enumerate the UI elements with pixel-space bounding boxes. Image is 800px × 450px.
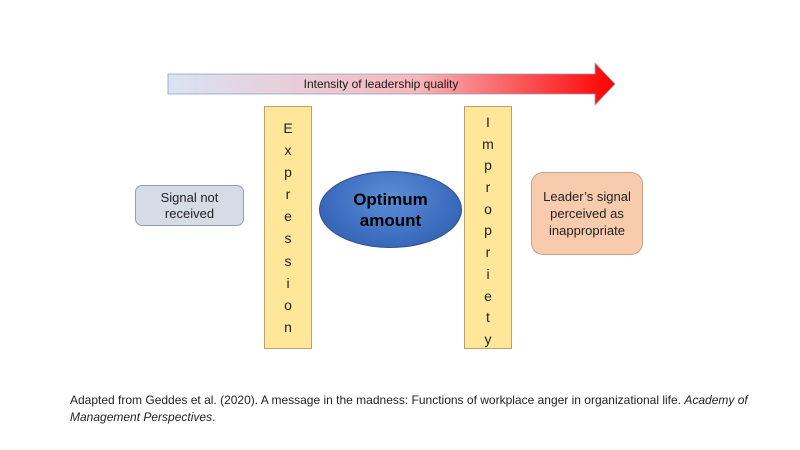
impropriety-letter: m	[482, 135, 494, 152]
impropriety-letter: t	[486, 309, 490, 326]
impropriety-letter: I	[486, 114, 490, 130]
optimum-line2: amount	[359, 210, 422, 230]
leader-signal-line3: inappropriate	[549, 223, 625, 238]
arrow-shape	[167, 62, 616, 106]
signal-not-received-line1: Signal not	[160, 189, 219, 205]
intensity-arrow	[167, 62, 616, 106]
citation-journal-part2: Management Perspectives	[70, 410, 213, 424]
expression-letter: p	[284, 164, 292, 181]
impropriety-letter: e	[484, 287, 492, 304]
citation: Adapted from Geddes et al. (2020). A mes…	[70, 392, 770, 426]
expression-bar: E x p r e s s i o n	[264, 106, 312, 349]
expression-letter: n	[284, 318, 292, 335]
expression-letter: x	[284, 142, 292, 159]
expression-letter: e	[284, 208, 292, 225]
impropriety-letter: p	[484, 157, 492, 174]
impropriety-bar: I m p r o p r i e t y	[464, 106, 512, 349]
arrow-label: Intensity of leadership quality	[303, 77, 459, 91]
optimum-amount-ellipse: Optimum amount	[319, 171, 462, 248]
expression-letter: r	[285, 186, 291, 203]
optimum-line1: Optimum	[353, 189, 428, 209]
impropriety-letter: r	[485, 244, 491, 261]
impropriety-letter: i	[486, 265, 490, 282]
expression-letter: E	[283, 120, 293, 137]
leader-signal-line2: perceived as	[550, 206, 624, 221]
citation-end: .	[212, 410, 216, 424]
impropriety-letter: p	[484, 222, 492, 239]
leader-signal-box: Leader’s signal perceived as inappropria…	[531, 172, 643, 255]
impropriety-letter: y	[484, 330, 492, 347]
signal-not-received-line2: received	[164, 205, 215, 221]
impropriety-letter: r	[485, 179, 491, 196]
expression-letter: s	[284, 230, 292, 247]
citation-journal-part1: Academy of	[684, 393, 748, 407]
expression-letter: o	[284, 296, 292, 313]
expression-letter: s	[284, 252, 292, 269]
signal-not-received-box: Signal not received	[135, 185, 244, 226]
expression-letter: i	[286, 274, 290, 291]
impropriety-letter: o	[484, 200, 492, 217]
leader-signal-line1: Leader’s signal	[543, 189, 631, 204]
citation-text: Adapted from Geddes et al. (2020). A mes…	[70, 393, 685, 407]
